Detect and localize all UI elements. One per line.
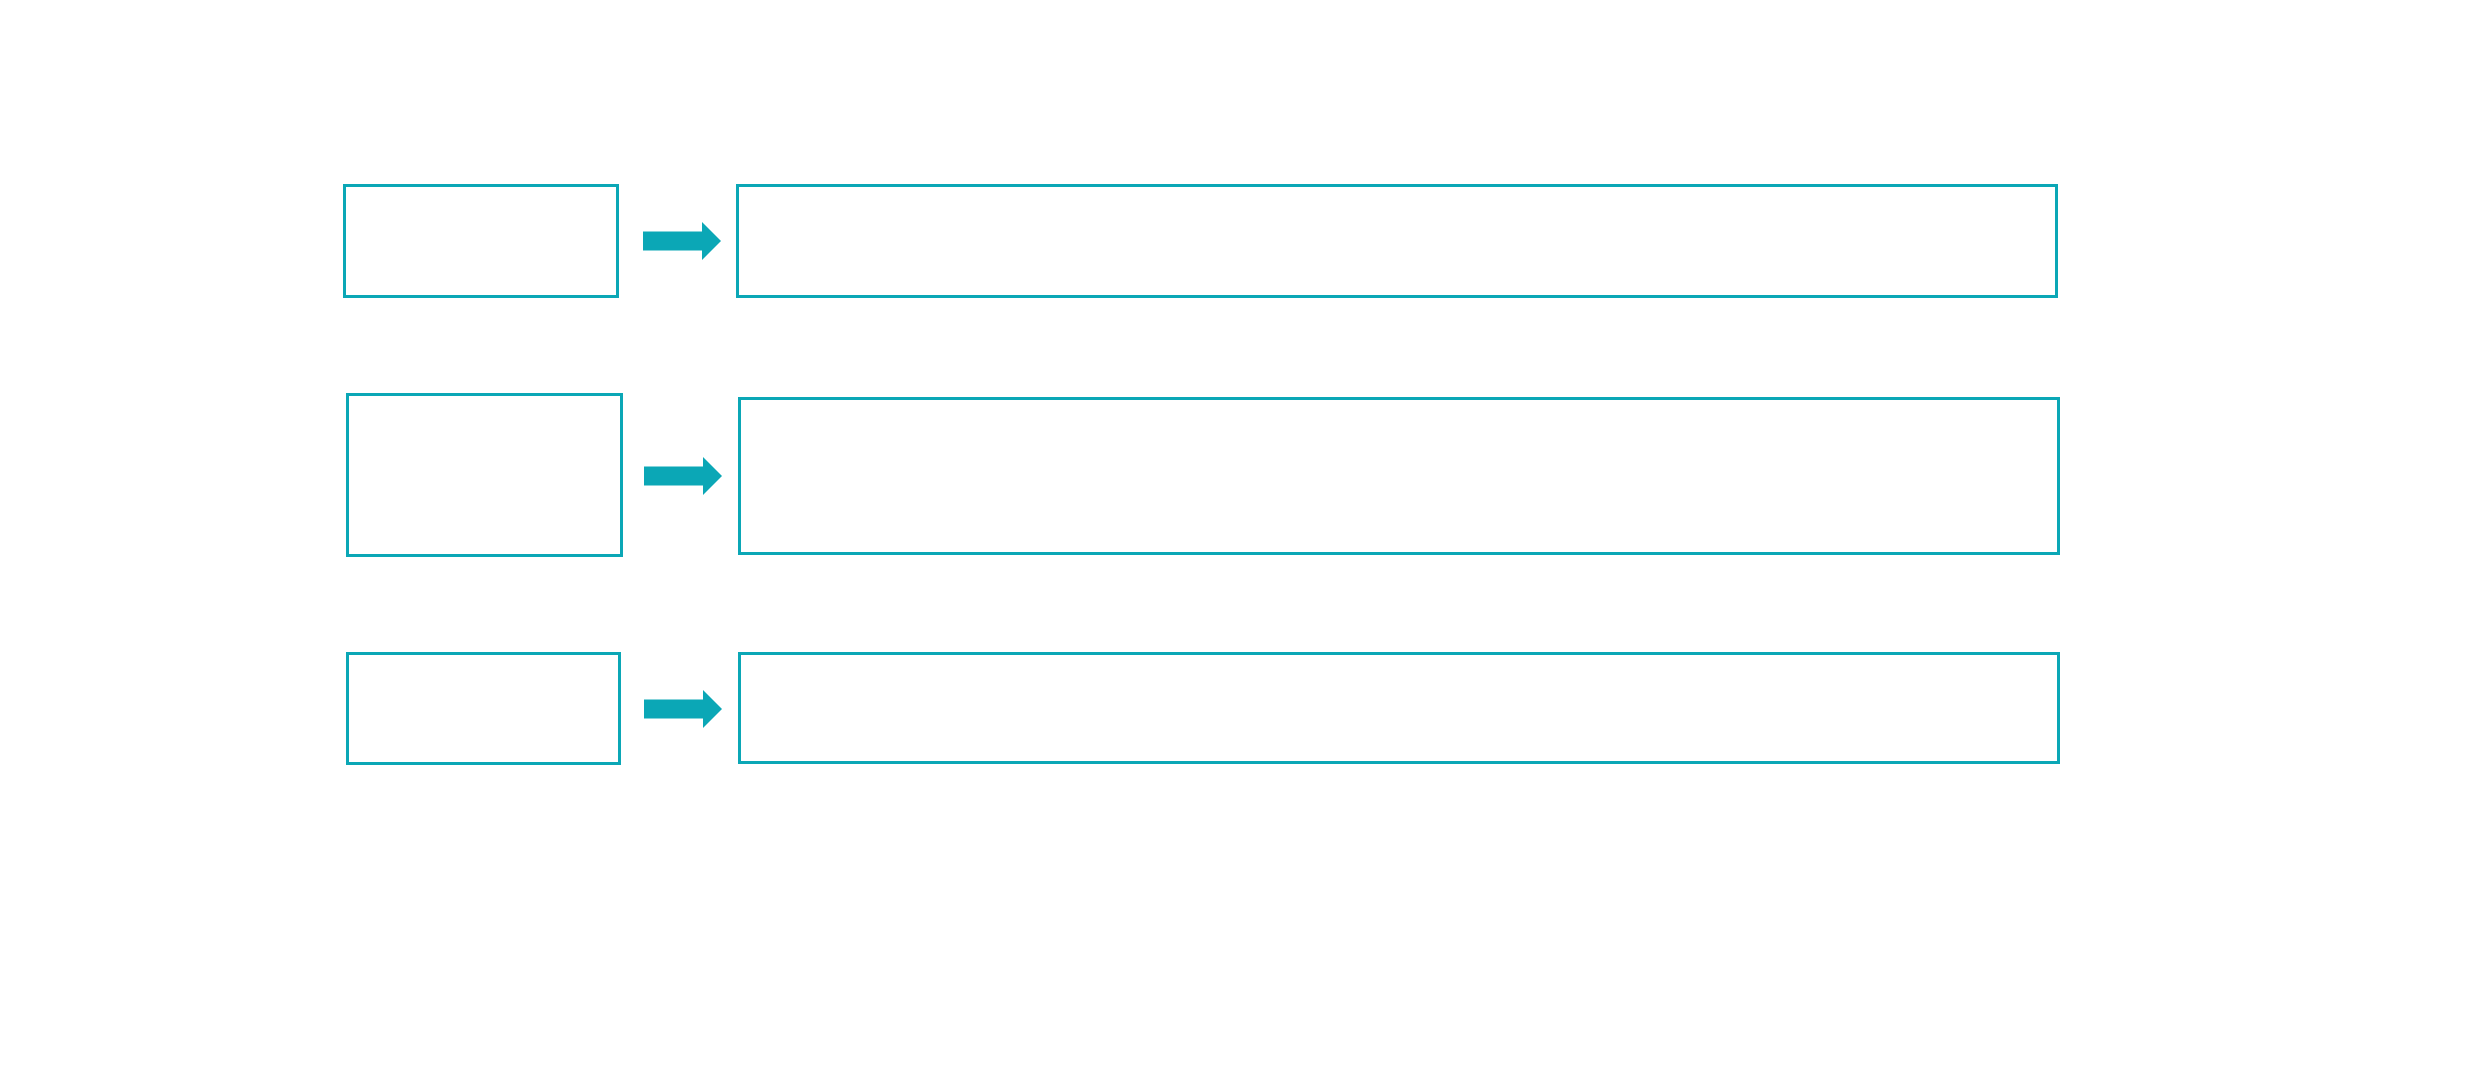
- definition-box-2-text: [741, 400, 2057, 552]
- term-box-2-text: [349, 396, 620, 554]
- term-box-1-text: [346, 187, 616, 295]
- definition-box-3-text: [741, 655, 2057, 761]
- right-arrow-icon: [644, 457, 722, 495]
- right-arrow-icon: [643, 222, 721, 260]
- definition-box-3: [738, 652, 2060, 764]
- term-box-3-text: [349, 655, 618, 762]
- definition-box-1: [736, 184, 2058, 298]
- definition-box-1-text: [739, 187, 2055, 295]
- term-box-3: [346, 652, 621, 765]
- term-box-1: [343, 184, 619, 298]
- right-arrow-icon: [644, 690, 722, 728]
- term-box-2: [346, 393, 623, 557]
- definition-box-2: [738, 397, 2060, 555]
